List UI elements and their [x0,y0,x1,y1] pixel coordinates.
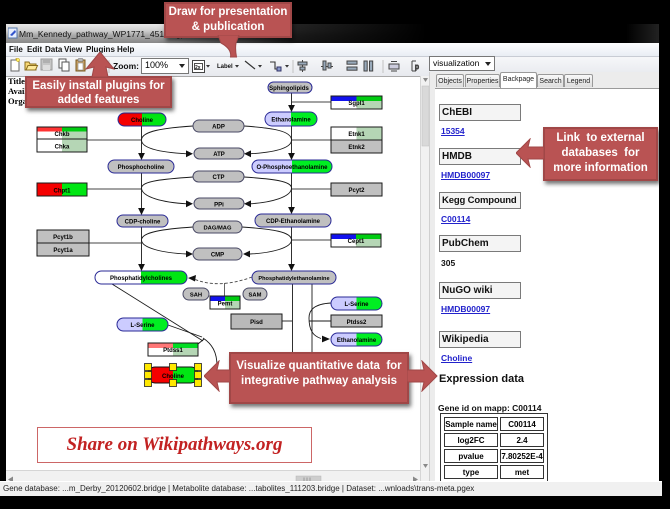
svg-text:O-Phosphoethanolamine: O-Phosphoethanolamine [256,165,328,171]
svg-text:Phosphocholine: Phosphocholine [118,165,165,171]
svg-text:p: p [415,64,419,71]
svg-text:Etnk2: Etnk2 [348,145,365,151]
svg-text:CTP: CTP [213,175,225,181]
svg-text:Ethanolamine: Ethanolamine [271,118,311,124]
svg-text:Chkb: Chkb [55,132,70,138]
svg-text:Pemt: Pemt [218,302,233,308]
svg-text:Sgpl1: Sgpl1 [348,101,365,107]
svg-text:Pcyt1b: Pcyt1b [53,235,73,241]
svg-text:Phosphatidylethanolamine: Phosphatidylethanolamine [258,276,329,282]
svg-text:Choline: Choline [162,374,185,380]
svg-text:Etnk1: Etnk1 [348,132,365,138]
svg-text:2x: 2x [195,65,201,71]
svg-text:CMP: CMP [211,253,224,259]
svg-text:Chka: Chka [55,145,70,151]
svg-text:Choline: Choline [131,118,154,124]
svg-text:Ethanolamine: Ethanolamine [337,338,377,344]
svg-text:CDP-Ethanolamine: CDP-Ethanolamine [266,219,321,225]
svg-text:ADP: ADP [212,125,225,131]
svg-text:Ptdss2: Ptdss2 [347,320,367,326]
svg-text:PPi: PPi [214,203,224,209]
svg-text:Ptdss1: Ptdss1 [163,348,183,354]
svg-text:L-Serine: L-Serine [130,323,155,329]
svg-text:Chpt1: Chpt1 [54,189,72,195]
svg-text:SAM: SAM [249,293,262,299]
svg-text:Phosphatidylcholines: Phosphatidylcholines [110,276,173,282]
svg-text:Label: Label [217,64,233,70]
svg-text:Pisd: Pisd [250,320,263,326]
svg-text:Cept1: Cept1 [348,239,365,245]
svg-text:Sphingolipids: Sphingolipids [269,86,309,92]
svg-text:Pcyt1a: Pcyt1a [53,248,73,254]
svg-text:L-Serine: L-Serine [344,302,369,308]
svg-text:Pcyt2: Pcyt2 [348,188,365,194]
svg-text:ATP: ATP [213,152,225,158]
svg-text:DAG/MAG: DAG/MAG [203,226,232,232]
svg-text:CDP-choline: CDP-choline [125,220,161,226]
svg-text:SAH: SAH [190,293,202,299]
